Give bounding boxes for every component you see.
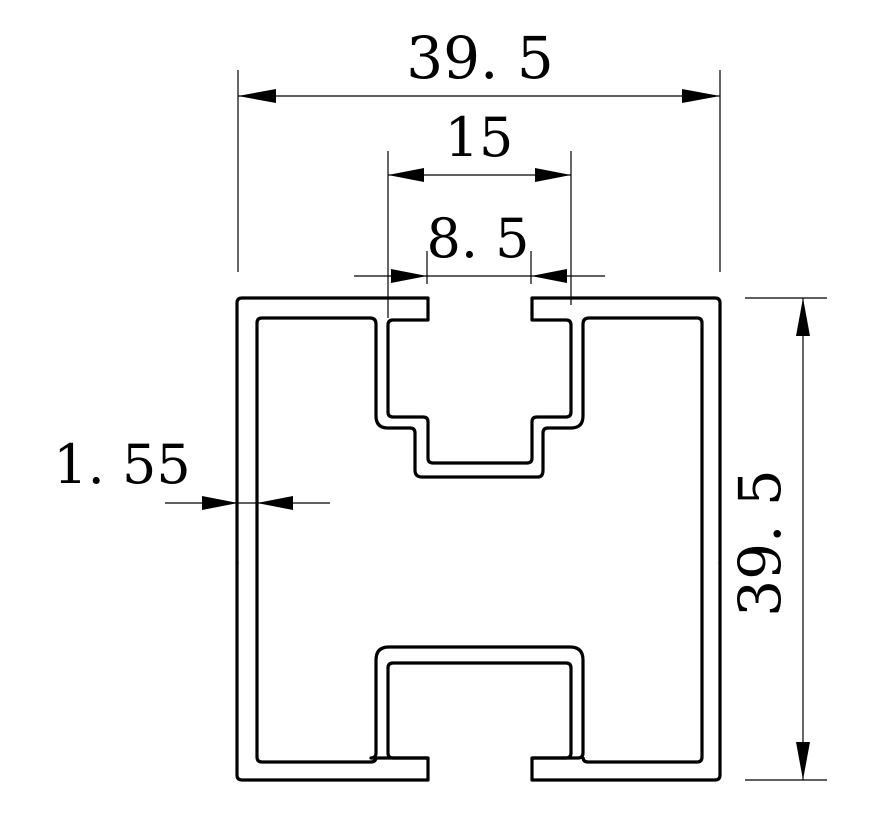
left-notch <box>235 560 239 566</box>
arrowhead-bottom <box>796 742 810 780</box>
bottom-slot-contour <box>386 661 573 760</box>
right-notch <box>718 560 722 566</box>
dimension-slot-opening <box>354 251 605 284</box>
wall-thickness-label: 1. 55 <box>53 433 190 496</box>
slot-width-label: 15 <box>445 106 514 169</box>
inner-cavity-contour <box>255 316 378 764</box>
arrowhead-top <box>796 298 810 336</box>
profile-outer-contour <box>235 296 722 782</box>
dimension-wall-thickness <box>165 496 330 510</box>
arrowhead-right <box>531 269 567 283</box>
arrowhead-right <box>535 168 571 182</box>
overall-height-label: 39. 5 <box>726 469 794 617</box>
slot-opening-label: 8. 5 <box>426 207 529 270</box>
arrowhead-left <box>238 89 276 103</box>
wall-notches <box>235 560 722 566</box>
dimension-slot-width <box>387 151 572 318</box>
left-cavity-contour <box>262 316 704 764</box>
overall-width-label: 39. 5 <box>406 24 554 92</box>
profile-section <box>235 296 722 782</box>
arrowhead-left <box>391 269 427 283</box>
arrowhead-left <box>388 168 424 182</box>
arrowhead-right <box>682 89 720 103</box>
arrowhead-right <box>257 496 293 510</box>
dimension-overall-height <box>745 297 827 781</box>
dimension-overall-width <box>237 70 721 272</box>
arrowhead-left <box>202 496 238 510</box>
